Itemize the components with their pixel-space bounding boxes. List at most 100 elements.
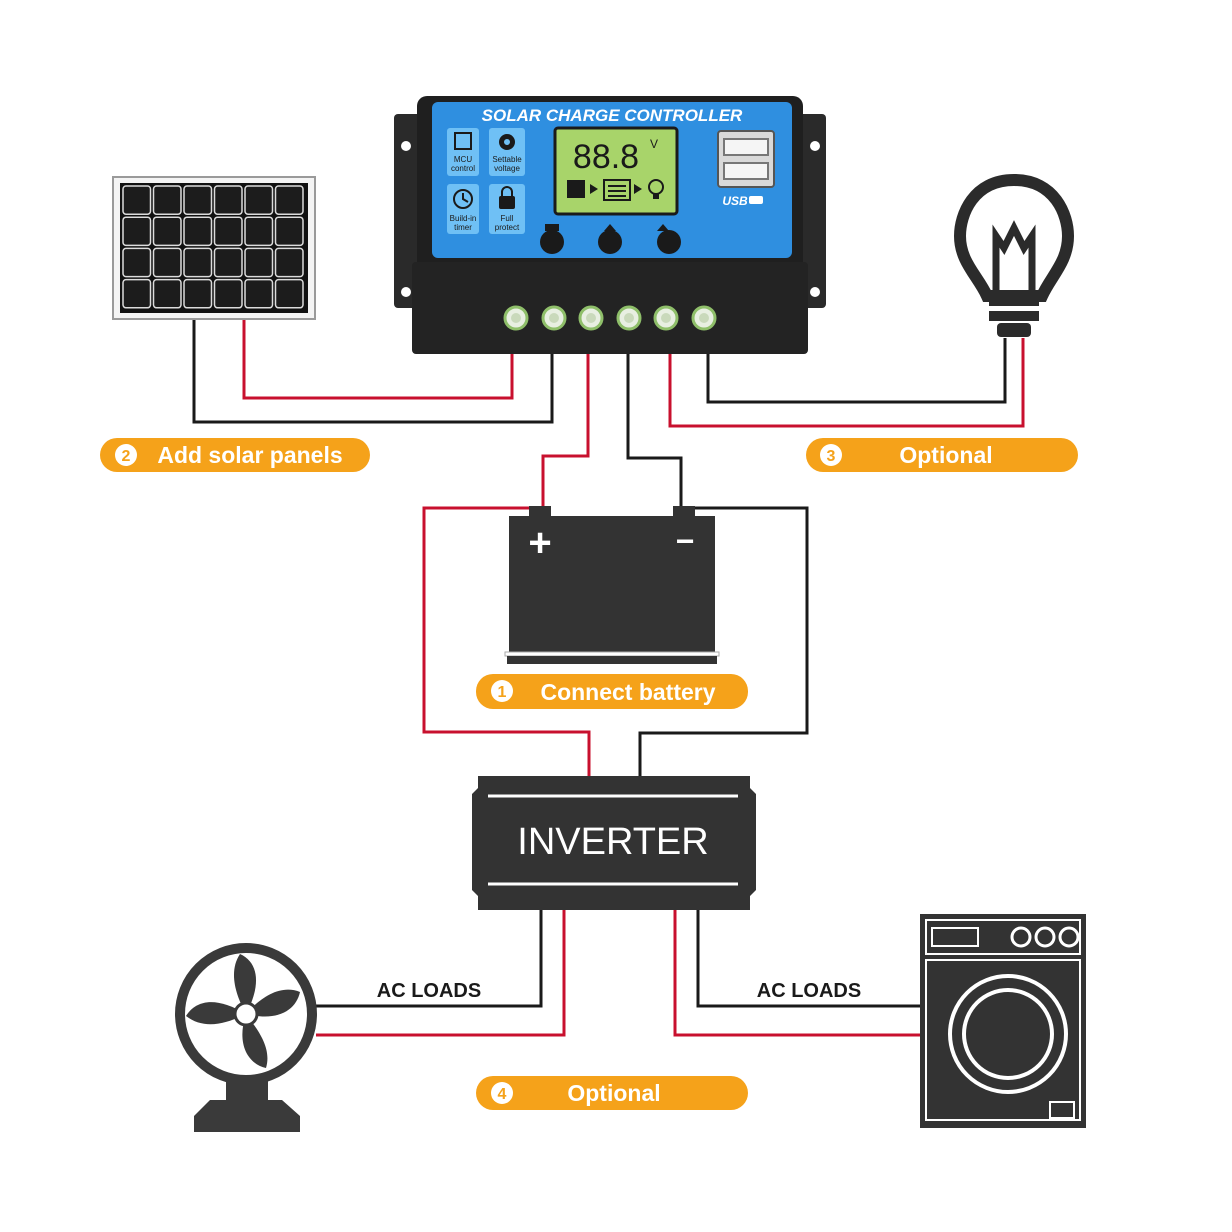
- ac-loads-label-left: AC LOADS: [377, 980, 481, 1002]
- solar-cell: [274, 216, 304, 247]
- solar-cell: [122, 247, 152, 278]
- lock-icon: [499, 196, 515, 209]
- lcd-arrow-icon: [590, 184, 598, 194]
- menu-button[interactable]: [540, 230, 564, 254]
- terminal-screw-head: [511, 313, 521, 323]
- solar-cell: [183, 247, 213, 278]
- lcd-unit: V: [650, 137, 658, 151]
- svg-text:protect: protect: [495, 223, 520, 232]
- solar-cell: [213, 278, 243, 309]
- wires: [192, 318, 1025, 1037]
- light-bulb: [953, 173, 1075, 337]
- controller-buttons: [540, 224, 681, 254]
- svg-text:timer: timer: [454, 223, 472, 232]
- usb-icon: [749, 196, 763, 204]
- feature-mcu: MCU control: [447, 128, 479, 176]
- controller-title: SOLAR CHARGE CONTROLLER: [482, 106, 743, 125]
- battery-minus-sign: −: [676, 523, 695, 559]
- battery-plus-sign: +: [528, 521, 551, 565]
- step-badge-optional-dc: 3 Optional: [806, 438, 1078, 472]
- step-number-1: 1: [498, 684, 507, 701]
- svg-text:voltage: voltage: [494, 164, 520, 173]
- fan-red-wire: [316, 910, 566, 1037]
- solar-cell: [152, 216, 182, 247]
- washer-knob-3: [1058, 926, 1080, 948]
- battery-positive-wire: [541, 354, 590, 508]
- fan-black-wire: [316, 910, 543, 1008]
- solar-cell: [122, 216, 152, 247]
- solar-cell: [244, 216, 274, 247]
- solar-positive-wire: [242, 318, 514, 400]
- solar-cell: [122, 185, 152, 215]
- battery-negative-wire: [626, 354, 683, 508]
- lcd-display: 88.8 V: [553, 126, 679, 216]
- fan: [175, 943, 317, 1132]
- solar-negative-wire: [192, 318, 554, 424]
- ac-loads-label-right: AC LOADS: [757, 980, 861, 1002]
- step-label-optional-dc: Optional: [899, 442, 992, 468]
- lcd-panel-icon: [567, 180, 585, 198]
- step-badge-connect-battery: 1 Connect battery: [476, 674, 748, 709]
- terminal-screw-head: [586, 313, 596, 323]
- step-number-4: 4: [498, 1086, 507, 1103]
- solar-cell: [274, 278, 304, 309]
- washer-door-icon: [948, 974, 1068, 1094]
- down-button[interactable]: [657, 230, 681, 254]
- terminal-screw-head: [549, 313, 559, 323]
- solar-cell: [152, 247, 182, 278]
- washer-knob-1: [1010, 926, 1032, 948]
- fan-blades-icon: [186, 954, 300, 1068]
- feature-full-protect: Full protect: [489, 184, 525, 234]
- usb-ports: USB: [717, 130, 775, 208]
- solar-cell: [274, 247, 304, 278]
- lcd-reading: 88.8: [573, 138, 639, 176]
- solar-cell: [213, 247, 243, 278]
- terminal-screw-head: [699, 313, 709, 323]
- solar-cell: [274, 185, 304, 215]
- solar-cell: [183, 216, 213, 247]
- solar-cell: [244, 247, 274, 278]
- solar-cell: [122, 278, 152, 309]
- up-button[interactable]: [598, 230, 622, 254]
- mounting-ear-left: [394, 114, 424, 308]
- terminal-screw-head: [661, 313, 671, 323]
- solar-cell: [213, 216, 243, 247]
- bulb-filament-icon: [992, 220, 1036, 292]
- svg-text:MCU: MCU: [454, 155, 472, 164]
- washing-machine: [920, 914, 1086, 1128]
- solar-cell: [244, 185, 274, 215]
- svg-text:Settable: Settable: [492, 155, 522, 164]
- washer-black-wire: [696, 910, 920, 1008]
- dc-load-negative-wire: [706, 338, 1007, 404]
- washer-knob-2: [1034, 926, 1056, 948]
- feature-settable-voltage: Settable voltage: [489, 128, 525, 176]
- step-label-add-solar-panels: Add solar panels: [157, 442, 342, 468]
- mounting-ear-right: [796, 114, 826, 308]
- washer-red-wire: [673, 910, 920, 1037]
- step-number-2: 2: [122, 448, 131, 465]
- washer-display-icon: [931, 927, 979, 947]
- inverter-positive-wire: [422, 506, 591, 776]
- clock-icon: [453, 189, 473, 209]
- step-badge-optional-ac: 4 Optional: [476, 1076, 748, 1110]
- usb-port-1: [723, 138, 769, 156]
- step-label-connect-battery: Connect battery: [540, 679, 715, 705]
- solar-cell: [152, 278, 182, 309]
- terminal-screws: [503, 305, 717, 331]
- solar-cell-grid: [122, 185, 304, 309]
- terminal-screw-head: [624, 313, 634, 323]
- step-label-optional-ac: Optional: [567, 1080, 660, 1106]
- solar-cell: [183, 185, 213, 215]
- solar-cell: [213, 185, 243, 215]
- battery: + −: [504, 506, 720, 664]
- step-number-3: 3: [827, 448, 836, 465]
- solar-cell: [183, 278, 213, 309]
- lcd-battery-icon: [603, 179, 631, 201]
- usb-port-2: [723, 162, 769, 180]
- dc-load-positive-wire: [668, 338, 1025, 428]
- svg-text:Full: Full: [501, 214, 514, 223]
- usb-label: USB: [722, 194, 748, 208]
- inverter-label: INVERTER: [517, 821, 708, 863]
- inverter-negative-wire: [638, 506, 809, 776]
- svg-text:control: control: [451, 164, 475, 173]
